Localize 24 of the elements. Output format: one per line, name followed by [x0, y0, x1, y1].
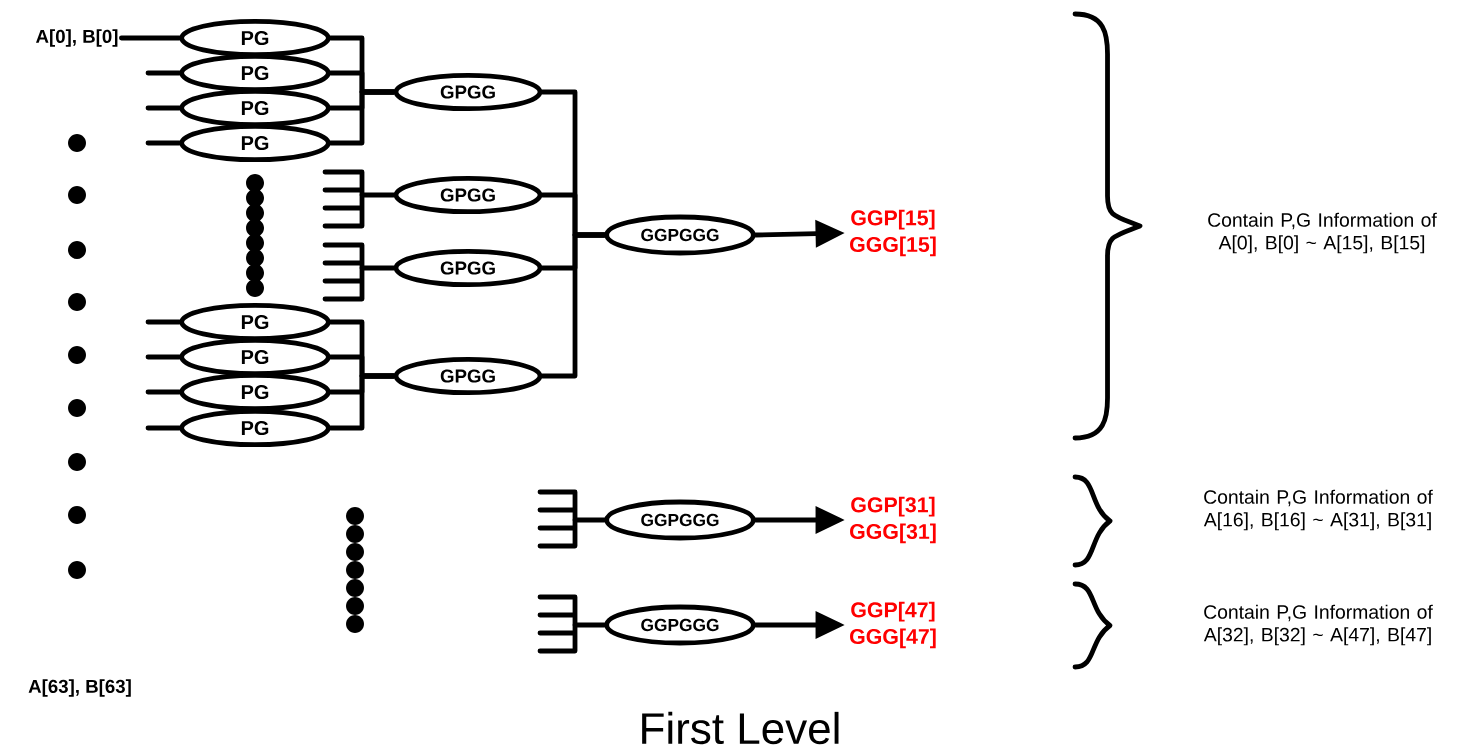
- connector-line: [540, 232, 607, 379]
- connector-line: [328, 373, 396, 431]
- connector-line: [572, 622, 607, 628]
- connector-line: [359, 192, 396, 198]
- connector-line: [359, 265, 396, 271]
- connector-line: [145, 105, 182, 111]
- connector-line: [145, 70, 182, 76]
- connector-line: [145, 425, 182, 431]
- description-text: Contain P,G Information of A[32], B[32] ~ A[47], B[47]: [1203, 604, 1433, 646]
- connector-line: [119, 35, 182, 41]
- output-signal-label: GGP[47] GGG[47]: [850, 601, 936, 649]
- caption: First Level: [642, 711, 839, 745]
- output-signal-label: GGP[31] GGG[31]: [850, 496, 936, 544]
- connector-line: [145, 319, 182, 325]
- connector-line: [145, 140, 182, 146]
- description-text: Contain P,G Information of A[0], B[0] ~ A[15], B[15]: [1208, 212, 1437, 254]
- connector-line: [572, 517, 607, 523]
- connector-line: [145, 354, 182, 360]
- text-label: A[63], B[63]: [28, 679, 131, 697]
- description-text: Contain P,G Information of A[16], B[16] ~ A[31], B[31]: [1203, 489, 1433, 531]
- output-signal-label: GGP[15] GGG[15]: [850, 209, 936, 257]
- connector-line: [145, 389, 182, 395]
- connector-line: [328, 89, 396, 146]
- text-label: A[0], B[0]: [36, 29, 118, 47]
